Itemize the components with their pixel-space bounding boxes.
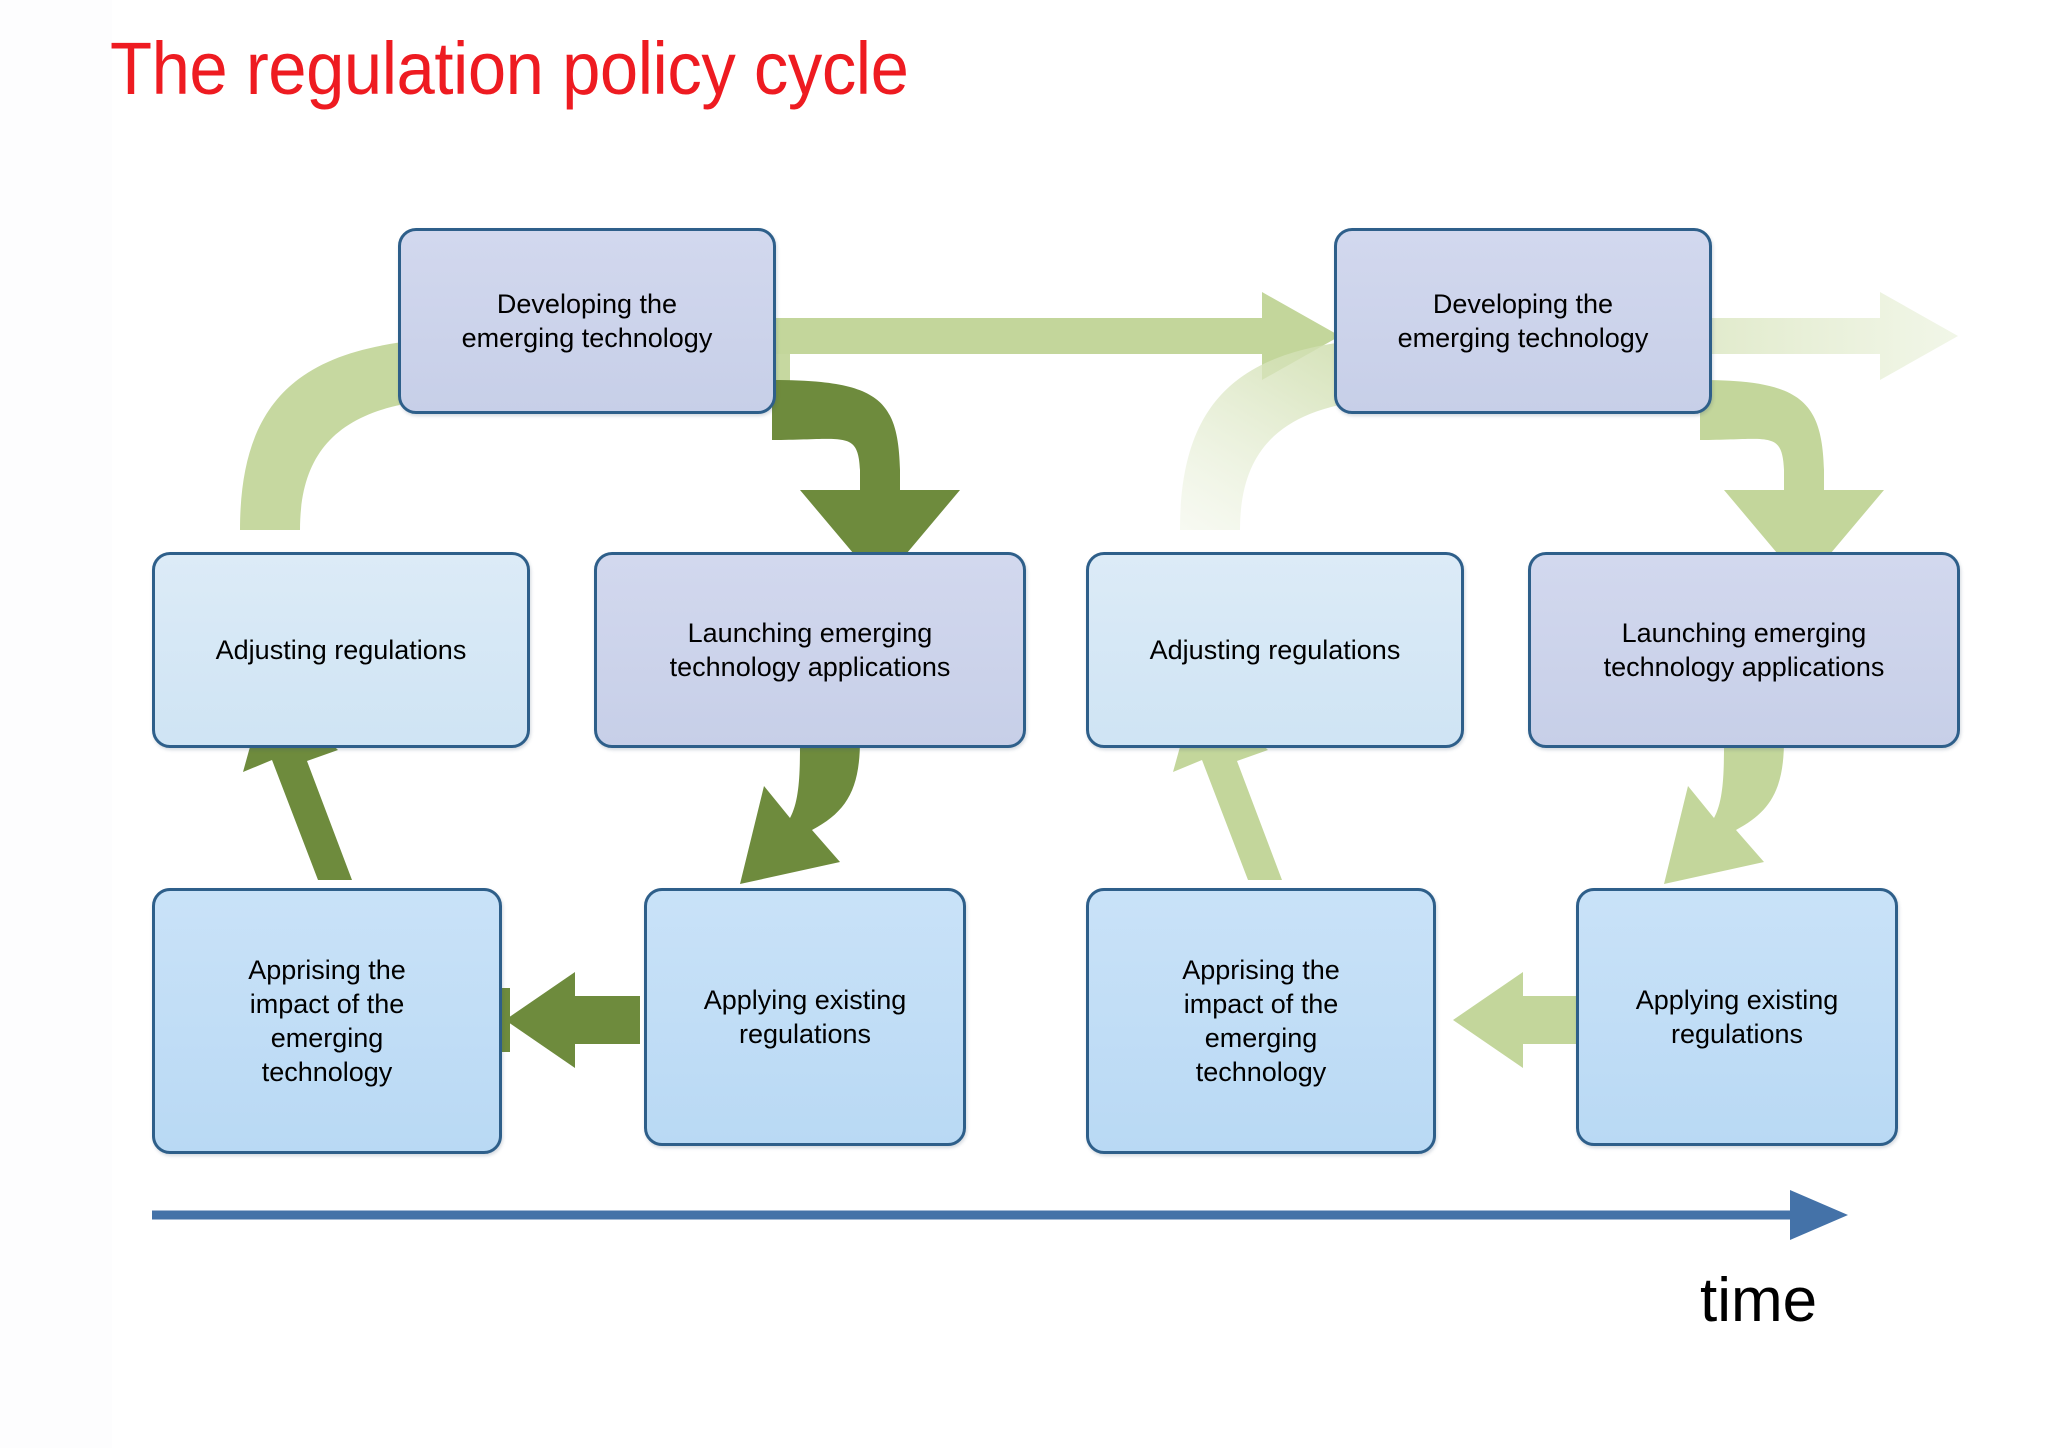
arrow-launching2-to-applying2 [1664,740,1784,884]
time-axis-label: time [1700,1266,1818,1335]
arrow-applying1-to-apprising1-body [505,972,640,1068]
arrow-applying1-to-apprising1 [500,988,630,1052]
node-label: Adjusting regulations [1149,634,1401,665]
node-label: Adjusting regulations [215,634,467,665]
arrow-launching1-to-applying1 [740,740,860,884]
page-title: The regulation policy cycle [110,27,909,110]
slide-left-gutter [0,0,112,1448]
arrow-developing1-to-developing2 [770,292,1340,380]
node-adjusting-1[interactable]: Adjusting regulations [152,552,530,748]
arrow-applying2-to-apprising2 [1453,972,1588,1068]
time-axis [152,1190,1848,1240]
arrow-developing2-to-next-cycle [1700,292,1958,380]
node-adjusting-2[interactable]: Adjusting regulations [1086,552,1464,748]
